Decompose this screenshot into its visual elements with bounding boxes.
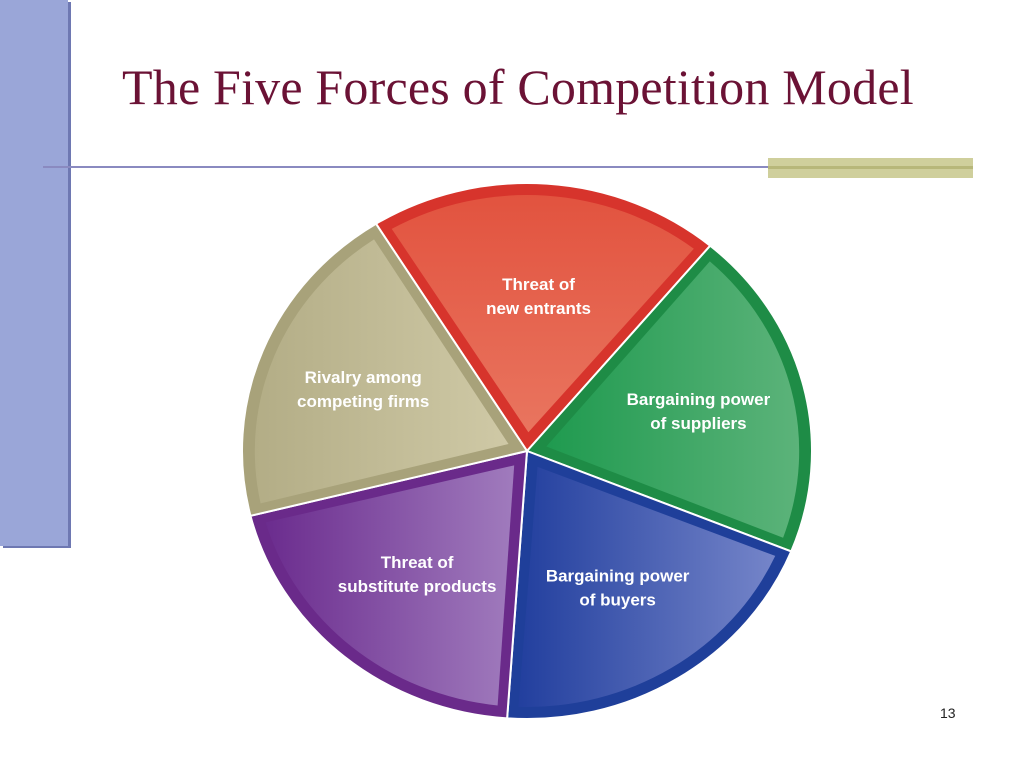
force-label-substitutes: Threat of substitute products — [338, 553, 497, 596]
force-label-line: of buyers — [579, 590, 656, 609]
force-label-line: new entrants — [486, 299, 591, 318]
force-label-line: Rivalry among — [305, 368, 422, 387]
force-label-buyers: Bargaining power of buyers — [546, 566, 690, 609]
force-label-line: competing firms — [297, 392, 429, 411]
force-wedge-face-rivalry — [254, 239, 509, 504]
force-wedge-face-buyers — [518, 466, 776, 707]
force-label-line: of suppliers — [650, 414, 746, 433]
title-accent-bar — [768, 158, 973, 178]
force-wedge-face-substitutes — [265, 465, 515, 706]
force-label-rivalry: Rivalry among competing firms — [297, 368, 429, 411]
force-label-line: Bargaining power — [627, 390, 771, 409]
force-label-new-entrants: Threat of new entrants — [486, 275, 591, 318]
force-wedge-face-suppliers — [546, 261, 800, 538]
force-wedge-face-new-entrants — [391, 195, 694, 433]
force-label-suppliers: Bargaining power of suppliers — [627, 390, 771, 433]
left-sidebar-bar — [0, 0, 68, 546]
slide-title: The Five Forces of Competition Model — [122, 59, 914, 115]
force-label-line: substitute products — [338, 577, 497, 596]
force-label-line: Bargaining power — [546, 566, 690, 585]
page-number: 13 — [940, 705, 956, 721]
force-label-line: Threat of — [381, 553, 454, 572]
force-label-line: Threat of — [502, 275, 575, 294]
title-divider — [43, 166, 973, 168]
